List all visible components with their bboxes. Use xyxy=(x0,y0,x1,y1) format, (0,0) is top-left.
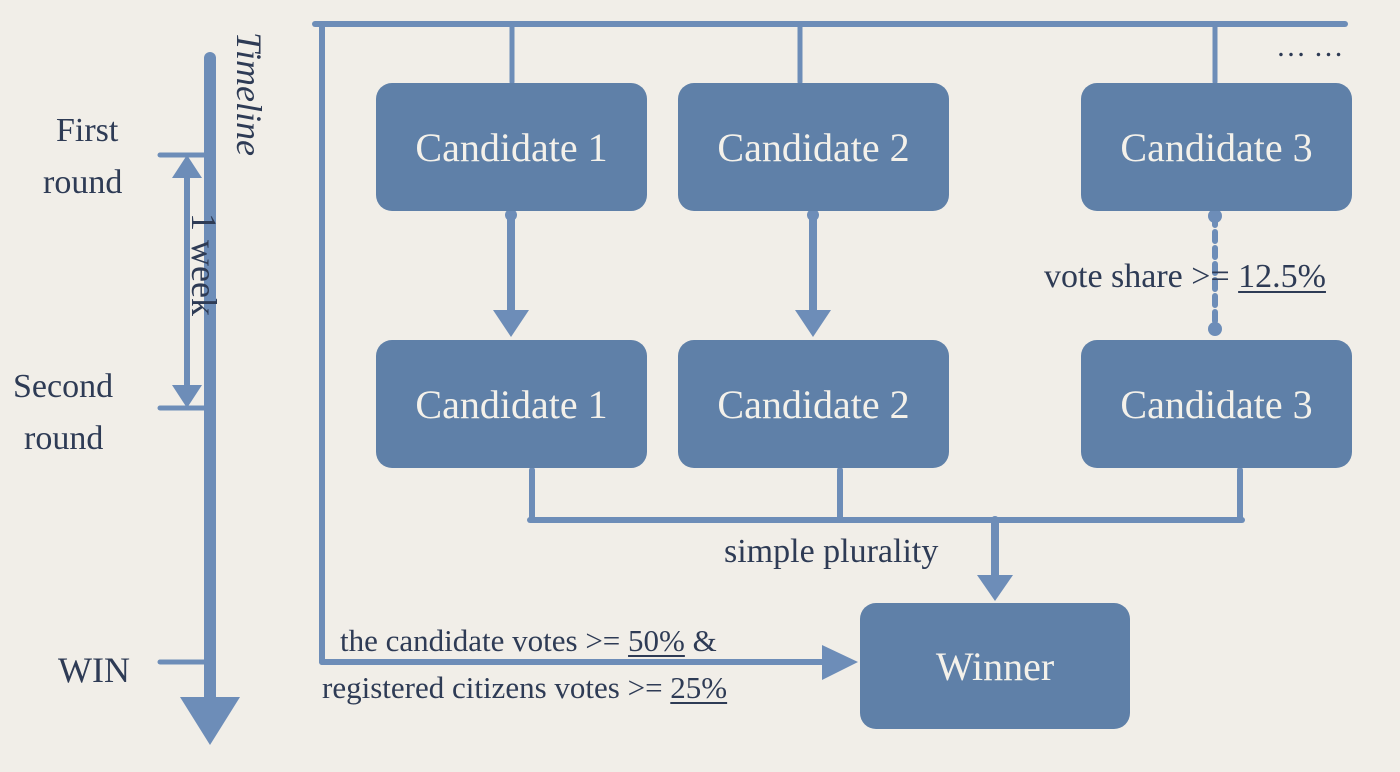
week-arrow-down xyxy=(172,385,202,408)
win-condition-line2-text: registered citizens votes >= xyxy=(322,670,671,705)
direct-win-arrowhead xyxy=(822,645,858,680)
first-round-label-line1: First xyxy=(56,112,119,149)
more-candidates-ellipsis: … … xyxy=(1276,30,1344,63)
week-arrow-up xyxy=(172,155,202,178)
threshold-prefix: vote share >= xyxy=(1044,258,1239,295)
first-round-label-line2: round xyxy=(43,164,123,201)
advance-candidate-1-head xyxy=(493,310,529,337)
win-condition-line1: the candidate votes >= 50% & xyxy=(340,625,717,656)
timeline-title: Timeline xyxy=(229,32,269,156)
winner-box: Winner xyxy=(860,603,1130,729)
second-round-label-line1: Second xyxy=(13,368,114,405)
advance-candidate-2-head xyxy=(795,310,831,337)
first-round-candidate-2: Candidate 2 xyxy=(678,83,949,211)
first-round-candidate-1: Candidate 1 xyxy=(376,83,647,211)
win-label: WIN xyxy=(58,650,130,690)
merge-to-winner-head xyxy=(977,575,1013,601)
second-round-candidate-2: Candidate 2 xyxy=(678,340,949,468)
first-round-candidate-3: Candidate 3 xyxy=(1081,83,1352,211)
win-condition-line2: registered citizens votes >= 25% xyxy=(322,672,727,703)
second-round-label-line2: round xyxy=(24,420,104,457)
win-condition-line1-text: the candidate votes >= xyxy=(340,623,629,658)
win-condition-ampersand: & xyxy=(684,623,717,658)
second-round-candidate-1: Candidate 1 xyxy=(376,340,647,468)
second-round-candidate-3: Candidate 3 xyxy=(1081,340,1352,468)
simple-plurality-label: simple plurality xyxy=(724,533,939,570)
one-week-label: 1 week xyxy=(184,213,224,316)
threshold-label: vote share >= 12.5% xyxy=(1044,260,1326,294)
registered-citizen-threshold: 25% xyxy=(670,670,728,705)
threshold-value: 12.5% xyxy=(1238,258,1326,295)
timeline-arrowhead xyxy=(180,697,240,745)
candidate-vote-threshold: 50% xyxy=(628,623,685,658)
